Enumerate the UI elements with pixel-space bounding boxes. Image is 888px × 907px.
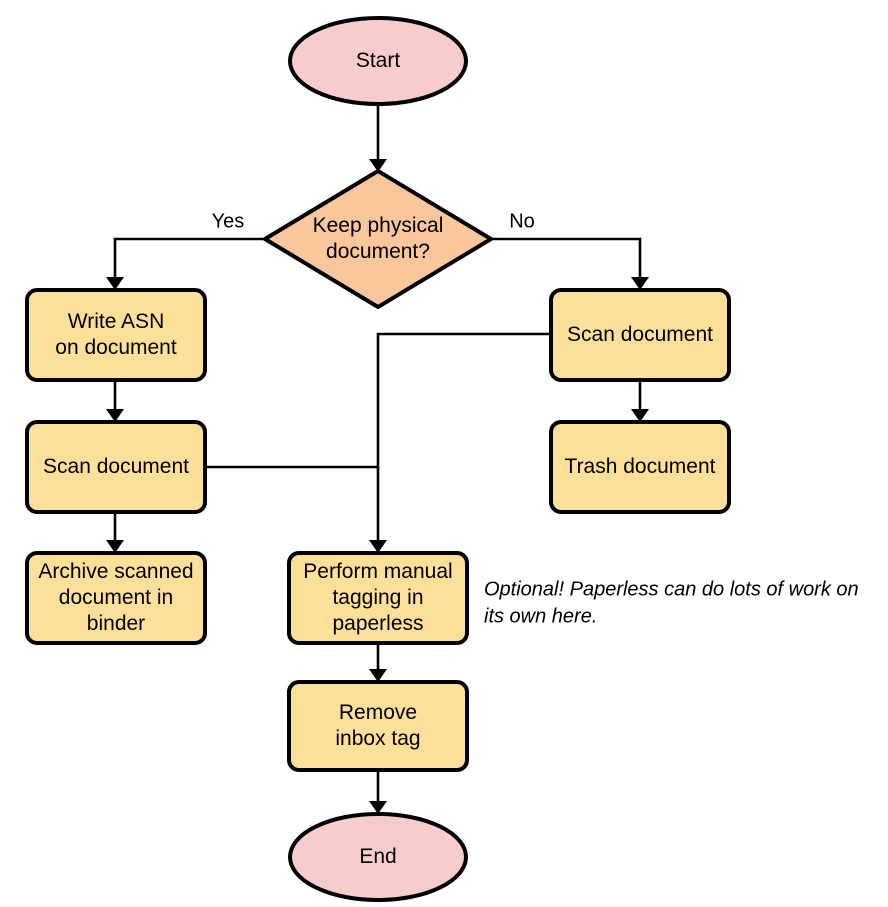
edge-label-decision-no: No [509,210,535,232]
node-scan-document-left[interactable]: Scan document [25,420,207,514]
edge-arrowhead [369,669,387,682]
node-shape-rect [549,420,731,514]
node-end[interactable]: End [288,812,468,902]
node-label: Start [356,49,401,72]
edge-write-asn-to-scan [106,380,124,422]
edges-layer: Yes No [106,105,649,814]
edge-path [376,332,551,547]
node-shape-rect [25,420,207,514]
edge-arrowhead [369,159,387,172]
node-shape-ellipse [288,812,468,902]
node-shape-ellipse [288,16,468,106]
node-scan-document-right[interactable]: Scan document [549,288,731,382]
node-label: Trash document [565,455,716,478]
node-shape-rect [25,551,207,645]
edge-tagging-to-remove-inbox [369,643,387,682]
edge-arrowhead [631,409,649,422]
node-start[interactable]: Start [288,16,468,106]
edge-remove-inbox-to-end [369,770,387,814]
edge-scan-left-to-archive [106,512,124,553]
edge-arrowhead [106,409,124,422]
node-label: End [359,845,396,868]
edge-decision-yes: Yes [106,210,265,290]
edge-arrowhead [369,540,387,553]
node-label: Scan document [43,455,189,478]
node-trash-document[interactable]: Trash document [549,420,731,514]
edge-arrowhead [369,801,387,814]
edge-arrowhead [631,277,649,290]
node-shape-diamond [263,169,493,309]
node-label: Scan document [567,323,713,346]
edge-path [113,237,265,284]
edge-label-decision-yes: Yes [212,210,245,232]
node-shape-rect [549,288,731,382]
edge-decision-no: No [491,210,649,290]
edge-arrowhead [106,540,124,553]
edge-path [491,237,642,284]
node-shape-rect [287,551,469,645]
edge-scan-right-to-trash [631,380,649,422]
edge-start-to-decision [369,105,387,172]
node-shape-rect [287,680,469,772]
annotation-optional-note: Optional! Paperless can do lots of work … [484,579,859,628]
node-shape-rect [25,288,207,382]
annotations-layer: Optional! Paperless can do lots of work … [484,579,859,628]
edge-arrowhead [106,277,124,290]
edge-scan-right-to-tagging [369,332,551,553]
